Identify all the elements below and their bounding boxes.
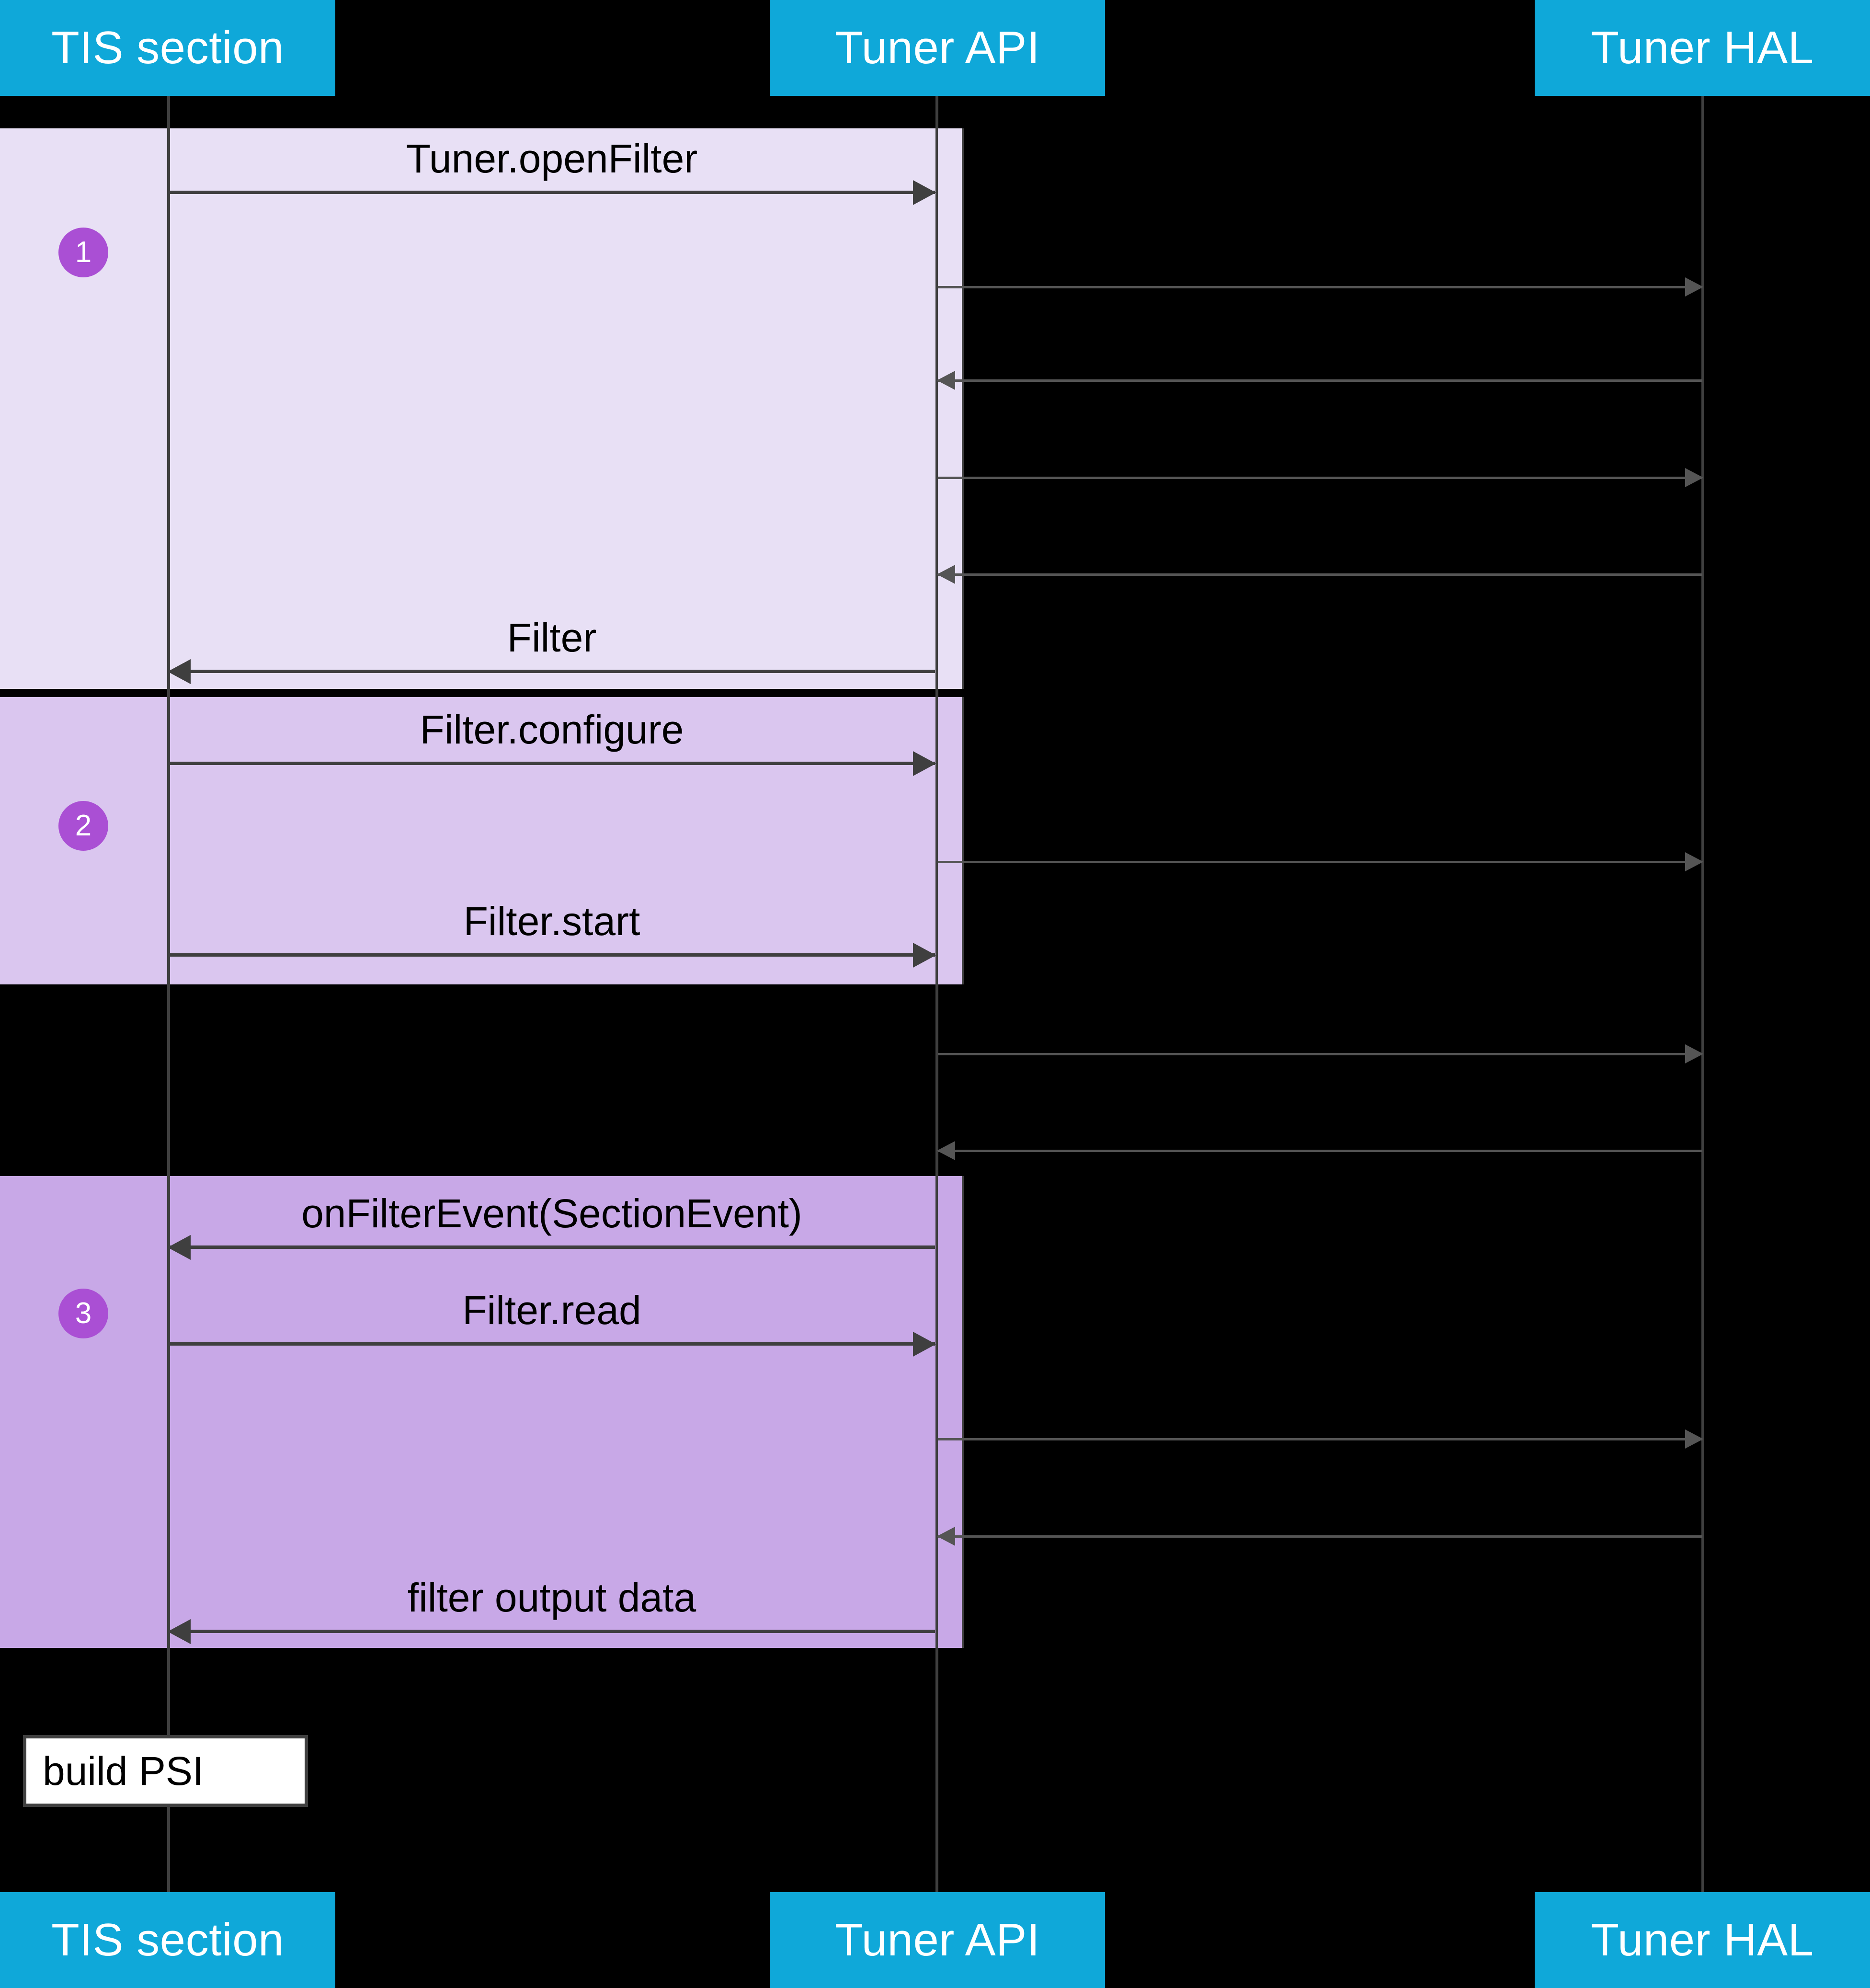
participant-header-tuner-api-label: Tuner API	[835, 22, 1040, 73]
message-shaft	[938, 1150, 1702, 1152]
arrowhead-right-icon	[913, 751, 936, 776]
step-band-2	[0, 697, 964, 984]
arrowhead-right-icon	[1685, 277, 1703, 297]
activation-bar-tuner-api-1	[935, 128, 964, 689]
arrowhead-left-icon	[168, 659, 191, 684]
message-label: Filter.start	[463, 899, 640, 944]
lifeline-tuner-api	[935, 96, 938, 1892]
message-label: Tuner.openFilter	[406, 136, 698, 181]
message-shaft	[169, 1342, 935, 1346]
step-badge-1: 1	[58, 228, 108, 277]
message-shaft	[938, 573, 1702, 576]
message-shaft	[938, 477, 1702, 479]
step-badge-3: 3	[58, 1289, 108, 1338]
participant-footer-tuner-hal[interactable]: Tuner HAL	[1535, 1892, 1870, 1988]
participant-footer-tuner-hal-label: Tuner HAL	[1591, 1914, 1814, 1965]
arrowhead-left-icon	[937, 371, 955, 390]
message-shaft	[169, 1245, 935, 1249]
participant-footer-tuner-api-label: Tuner API	[835, 1914, 1040, 1965]
participant-header-tuner-api[interactable]: Tuner API	[770, 0, 1105, 96]
step-badge-2-number: 2	[75, 809, 92, 842]
activation-bar-tuner-api-2	[935, 697, 964, 984]
lifeline-tuner-hal	[1701, 96, 1704, 1892]
message-label: Filter.read	[462, 1288, 641, 1333]
lifeline-tis-section	[167, 96, 170, 1892]
message-shaft	[169, 1630, 935, 1633]
message-label: onFilterEvent(SectionEvent)	[301, 1191, 802, 1236]
step-badge-3-number: 3	[75, 1297, 92, 1330]
message-shaft	[938, 1438, 1702, 1440]
participant-header-tis-section-label: TIS section	[51, 22, 284, 73]
message-label: Filter	[507, 615, 597, 660]
message-shaft	[938, 1535, 1702, 1538]
arrowhead-right-icon	[1685, 1429, 1703, 1449]
message-shaft	[938, 861, 1702, 863]
participant-footer-tuner-api[interactable]: Tuner API	[770, 1892, 1105, 1988]
arrowhead-right-icon	[913, 943, 936, 968]
step-badge-2: 2	[58, 801, 108, 851]
activation-bar-tuner-api-3	[935, 1176, 964, 1648]
note-build-psi-label: build PSI	[43, 1748, 204, 1794]
arrowhead-right-icon	[1685, 852, 1703, 871]
message-shaft	[938, 379, 1702, 382]
arrowhead-right-icon	[913, 1332, 936, 1357]
arrowhead-left-icon	[168, 1619, 191, 1644]
message-shaft	[169, 191, 935, 194]
arrowhead-left-icon	[937, 1141, 955, 1160]
arrowhead-left-icon	[937, 565, 955, 584]
arrowhead-right-icon	[1685, 468, 1703, 487]
arrowhead-right-icon	[1685, 1044, 1703, 1063]
step-band-1	[0, 128, 964, 689]
participant-header-tis-section[interactable]: TIS section	[0, 0, 335, 96]
message-shaft	[169, 762, 935, 765]
message-shaft	[169, 953, 935, 957]
participant-header-tuner-hal-label: Tuner HAL	[1591, 22, 1814, 73]
note-build-psi: build PSI	[23, 1735, 308, 1807]
arrowhead-right-icon	[913, 180, 936, 205]
message-shaft	[938, 1053, 1702, 1055]
step-badge-1-number: 1	[75, 236, 92, 269]
arrowhead-left-icon	[937, 1527, 955, 1546]
participant-header-tuner-hal[interactable]: Tuner HAL	[1535, 0, 1870, 96]
message-label: filter output data	[407, 1575, 696, 1620]
arrowhead-left-icon	[168, 1235, 191, 1260]
participant-footer-tis-section-label: TIS section	[51, 1914, 284, 1965]
message-label: Filter.configure	[420, 707, 684, 752]
participant-footer-tis-section[interactable]: TIS section	[0, 1892, 335, 1988]
message-shaft	[938, 286, 1702, 288]
message-shaft	[169, 670, 935, 673]
step-band-3	[0, 1176, 964, 1648]
